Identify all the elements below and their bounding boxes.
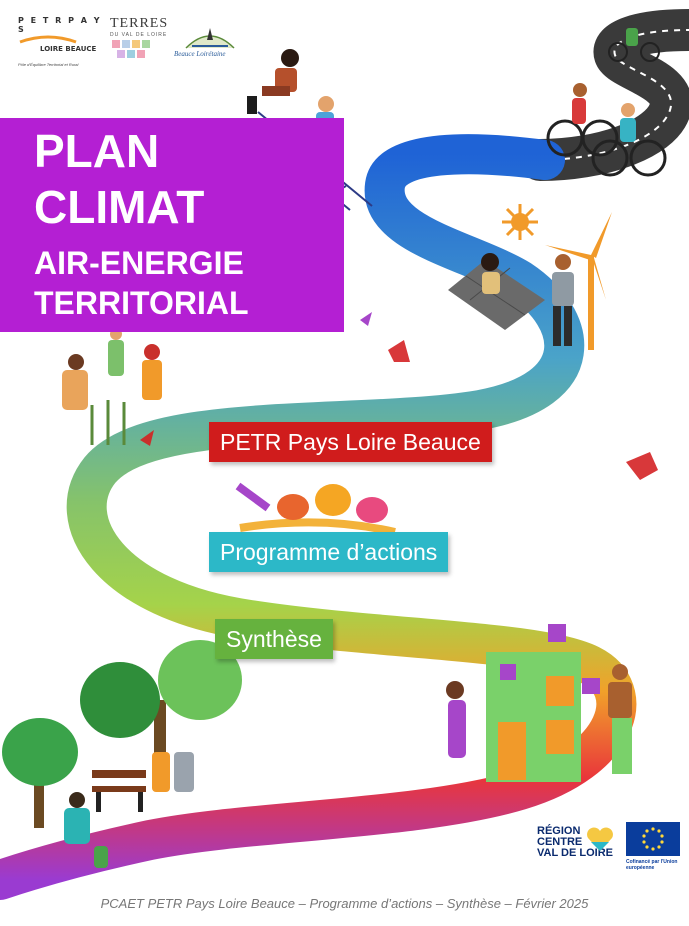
programme-label: Programme d’actions [209, 532, 449, 572]
title-panel: PLAN CLIMAT AIR-ENERGIE TERRITORIAL [0, 118, 344, 332]
eu-flag-icon [626, 822, 680, 856]
title-line-2: CLIMAT [34, 181, 205, 233]
petr-logo-line1: P E T R P A Y S [18, 16, 102, 34]
terres-logo-sub: DU VAL DE LOIRE [110, 32, 168, 38]
petr-logo-tagline: Pôle d'Équilibre Territorial et Rural [18, 62, 79, 67]
petr-logo-wave [19, 35, 77, 44]
terres-logo-name: TERRES [110, 16, 169, 31]
puzzle-house-illustration [446, 624, 632, 782]
petr-logo-line2: LOIRE BEAUCE [40, 45, 97, 53]
region-logo: RÉGION CENTRE VAL DE LOIRE [537, 826, 619, 876]
region-line-3: VAL DE LOIRE [537, 847, 613, 859]
region-heart-icon [587, 827, 613, 851]
eu-caption: Cofinancé par l'Union européenne [626, 859, 678, 871]
eu-logo: Cofinancé par l'Union européenne [626, 822, 684, 878]
beauce-logo-emblem [185, 28, 235, 49]
region-line-2: CENTRE [537, 836, 583, 848]
title-line-4: TERRITORIAL [34, 285, 249, 321]
park-illustration [2, 640, 242, 868]
beauce-logo-name: Beauce Loirétaine [174, 50, 226, 58]
beauce-logo: Beauce Loirétaine [174, 16, 244, 68]
title-line-3: AIR-ENERGIE [34, 245, 244, 281]
cyclists-illustration [546, 28, 667, 177]
title-line-1: PLAN [34, 125, 160, 177]
synthese-label: Synthèse [215, 619, 333, 659]
birds-illustration [235, 482, 396, 536]
terres-logo-mosaic [112, 40, 150, 58]
terres-logo: TERRES DU VAL DE LOIRE [110, 16, 168, 68]
region-line-1: RÉGION [537, 825, 581, 837]
petr-logo: P E T R P A Y S LOIRE BEAUCE Pôle d'Équi… [18, 16, 106, 67]
footer-text: PCAET PETR Pays Loire Beauce – Programme… [100, 896, 589, 911]
petr-label: PETR Pays Loire Beauce [209, 422, 492, 462]
gardeners-illustration [62, 328, 162, 446]
